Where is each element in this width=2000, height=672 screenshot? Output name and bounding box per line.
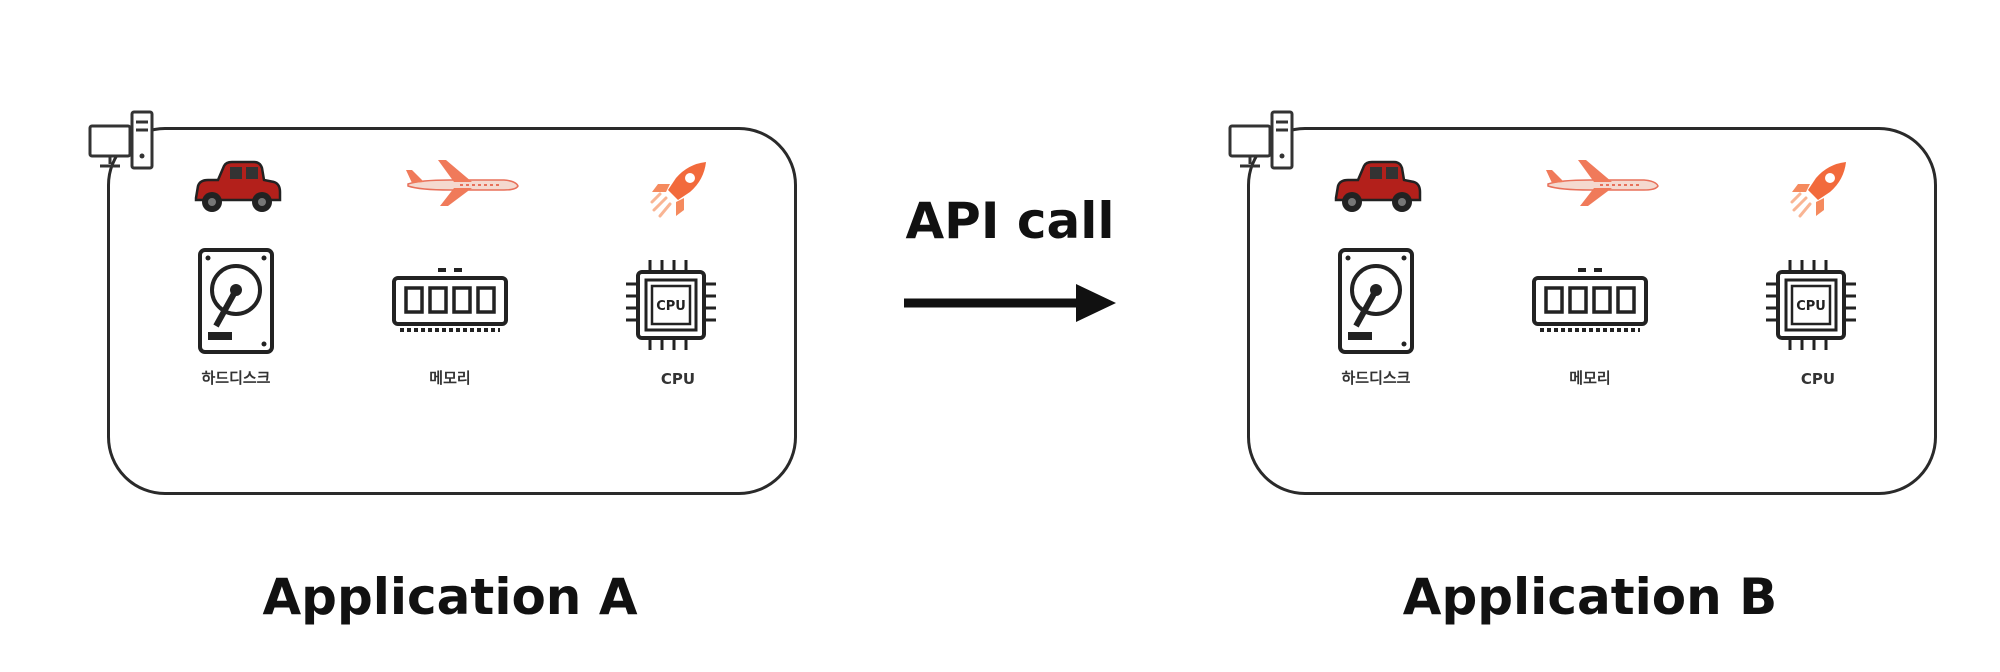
memory-label: 메모리 xyxy=(429,369,471,387)
application-b: CPU 하드디스크 메모리 CPU Application B xyxy=(1140,0,2000,672)
cpu-label: CPU xyxy=(660,370,696,388)
hard-disk-icon xyxy=(1338,248,1414,354)
hard-disk-label: 하드디스크 xyxy=(1341,369,1411,387)
cpu-icon: CPU xyxy=(626,260,716,350)
arrow-right-icon xyxy=(904,284,1116,322)
car-icon xyxy=(194,160,282,212)
rocket-icon xyxy=(1790,162,1846,218)
cpu-chip-text: CPU xyxy=(656,299,686,314)
cpu-icon: CPU xyxy=(1766,260,1856,350)
application-title: Application B xyxy=(1402,568,1778,626)
airplane-icon xyxy=(406,160,519,206)
hard-disk-label: 하드디스크 xyxy=(201,369,271,387)
memory-icon xyxy=(1532,268,1648,332)
computer-icon xyxy=(88,110,154,170)
rocket-icon xyxy=(650,162,706,218)
application-a: CPU 하드디스크 메모리 CPU Application A xyxy=(0,0,900,672)
cpu-label: CPU xyxy=(1800,370,1836,388)
airplane-icon xyxy=(1546,160,1659,206)
cpu-chip-text: CPU xyxy=(1796,299,1826,314)
api-call-label: API call xyxy=(905,192,1115,250)
memory-label: 메모리 xyxy=(1569,369,1611,387)
application-title: Application A xyxy=(262,568,638,626)
car-icon xyxy=(1334,160,1422,212)
computer-icon xyxy=(1228,110,1294,170)
memory-icon xyxy=(392,268,508,332)
hard-disk-icon xyxy=(198,248,274,354)
